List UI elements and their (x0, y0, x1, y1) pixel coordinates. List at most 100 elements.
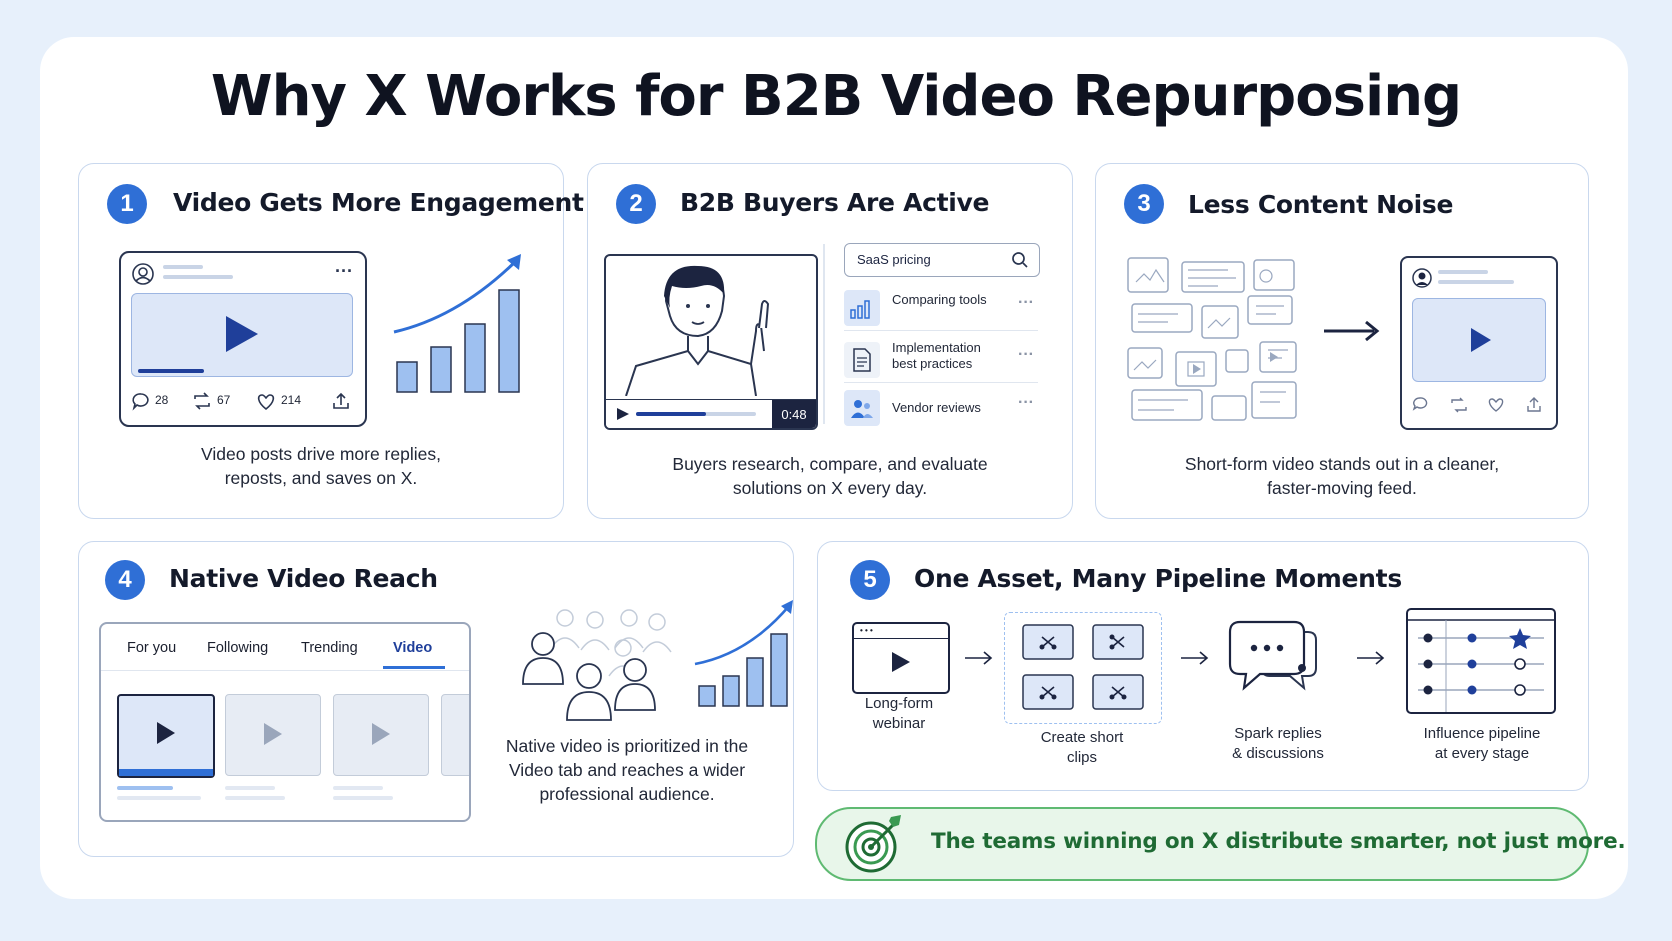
arrow-right-icon (965, 651, 993, 665)
card-title: Native Video Reach (169, 564, 438, 593)
reply-icon[interactable] (131, 391, 151, 411)
step-label-line: Influence pipeline (1423, 725, 1541, 742)
summary-banner: The teams winning on X distribute smarte… (815, 807, 1626, 881)
users-icon (851, 400, 873, 418)
banner-text: The teams winning on X distribute smarte… (931, 829, 1626, 854)
caption-line: faster-moving feed. (1267, 478, 1417, 498)
card-number: 1 (107, 184, 147, 224)
result-label: Implementation (892, 340, 981, 355)
card-title: B2B Buyers Are Active (680, 188, 990, 217)
active-tab-indicator (383, 666, 445, 669)
video-player-mock: 0:48 (604, 254, 818, 430)
caption-line: Video tab and reaches a wider (508, 760, 746, 780)
video-thumbnail[interactable] (131, 293, 353, 377)
search-icon[interactable] (1011, 251, 1029, 269)
like-count: 214 (281, 393, 302, 407)
video-tile[interactable] (225, 694, 321, 776)
result-label: best practices (892, 356, 973, 371)
card-caption: Video posts drive more replies, reposts,… (79, 442, 563, 490)
clean-feed-post-mock (1400, 256, 1558, 430)
card-number: 2 (616, 184, 656, 224)
play-icon[interactable] (224, 314, 260, 354)
result-label: Vendor reviews (892, 400, 981, 415)
play-icon[interactable] (1469, 326, 1493, 354)
video-tile-active[interactable] (117, 694, 215, 778)
caption-line: solutions on X every day. (732, 478, 928, 498)
chat-bubbles-icon (1228, 620, 1317, 691)
caption-line: Video posts drive more replies, (201, 444, 441, 464)
more-options-icon[interactable]: ··· (1018, 346, 1034, 363)
search-text: SaaS pricing (857, 252, 931, 267)
caption-line: professional audience. (539, 784, 715, 804)
card-native-video-reach: 4 Native Video Reach For you Following T… (78, 541, 794, 857)
video-controls-bar: 0:48 (606, 399, 816, 428)
card-title: Less Content Noise (1188, 190, 1454, 219)
caption-line: reposts, and saves on X. (224, 468, 418, 488)
card-b2b-buyers: 2 B2B Buyers Are Active 0:48 SaaS pricin… (587, 163, 1073, 519)
card-number: 5 (850, 560, 890, 600)
heart-icon[interactable] (255, 391, 277, 411)
video-post-mock: ··· 28 67 214 (119, 251, 367, 427)
more-options-icon[interactable]: ··· (1018, 294, 1034, 311)
more-options-icon[interactable]: ··· (1018, 394, 1034, 411)
play-icon[interactable] (262, 721, 284, 747)
more-options-icon[interactable]: ··· (335, 261, 353, 281)
document-icon (853, 348, 871, 372)
play-icon (892, 652, 910, 672)
caption-line: Short-form video stands out in a cleaner… (1184, 454, 1500, 474)
card-pipeline-moments: 5 One Asset, Many Pipeline Moments • • •… (817, 541, 1589, 791)
caption-line: Native video is prioritized in the (505, 736, 749, 756)
arrow-right-icon (1324, 320, 1380, 342)
presenter-illustration (625, 265, 770, 396)
play-icon[interactable] (616, 407, 630, 421)
page-title: Why X Works for B2B Video Repurposing (210, 64, 1462, 129)
video-tab-mock: For you Following Trending Video (99, 622, 471, 822)
bar-chart-icon (850, 300, 870, 319)
step-label-line: Long-form (864, 695, 934, 712)
play-icon[interactable] (370, 721, 392, 747)
growth-bar-chart-icon (393, 254, 521, 393)
repost-count: 67 (217, 393, 231, 407)
avatar-icon (1412, 268, 1432, 288)
step-label: Spark replies & discussions (1213, 724, 1343, 764)
repost-icon[interactable] (191, 391, 213, 411)
card-number: 3 (1124, 184, 1164, 224)
card-caption: Buyers research, compare, and evaluate s… (588, 452, 1072, 500)
list-item[interactable]: Comparing tools ··· (844, 286, 1038, 331)
tab-video[interactable]: Video (393, 640, 433, 656)
list-item[interactable]: Implementation best practices ··· (844, 338, 1038, 383)
card-caption: Native video is prioritized in the Video… (477, 734, 777, 806)
step-label-line: webinar (872, 715, 926, 732)
card-number: 4 (105, 560, 145, 600)
target-icon (845, 815, 901, 873)
post-actions-icons (1412, 397, 1541, 413)
step-label-line: Spark replies (1234, 725, 1322, 742)
step-label-line: & discussions (1232, 745, 1324, 762)
tab-trending[interactable]: Trending (301, 640, 358, 656)
pipeline-board-icon (1406, 608, 1556, 714)
card-title: One Asset, Many Pipeline Moments (914, 564, 1402, 593)
audience-growth-illustration (522, 609, 672, 721)
step-label-line: Create short (1040, 729, 1124, 746)
list-item[interactable]: Vendor reviews ··· (844, 388, 1038, 428)
search-input[interactable]: SaaS pricing (844, 243, 1040, 277)
share-icon[interactable] (331, 391, 351, 411)
video-thumbnail[interactable] (1412, 298, 1546, 382)
step-label-line: at every stage (1434, 745, 1530, 762)
tab-for-you[interactable]: For you (127, 640, 177, 656)
play-icon[interactable] (155, 720, 177, 746)
caption-line: Buyers research, compare, and evaluate (672, 454, 988, 474)
step-label-line: clips (1066, 749, 1097, 766)
tab-following[interactable]: Following (207, 640, 269, 656)
step-label: Long-form webinar (840, 694, 958, 734)
tab-bar: For you Following Trending Video (101, 624, 469, 671)
video-time: 0:48 (772, 400, 816, 428)
card-title: Video Gets More Engagement (173, 188, 584, 217)
result-label: Comparing tools (892, 292, 987, 307)
reply-count: 28 (155, 393, 169, 407)
video-tile[interactable] (333, 694, 429, 776)
video-tile[interactable] (441, 694, 469, 776)
card-caption: Short-form video stands out in a cleaner… (1096, 452, 1588, 500)
short-clips-grid-icon (1004, 612, 1162, 724)
arrow-right-icon (1357, 651, 1385, 665)
